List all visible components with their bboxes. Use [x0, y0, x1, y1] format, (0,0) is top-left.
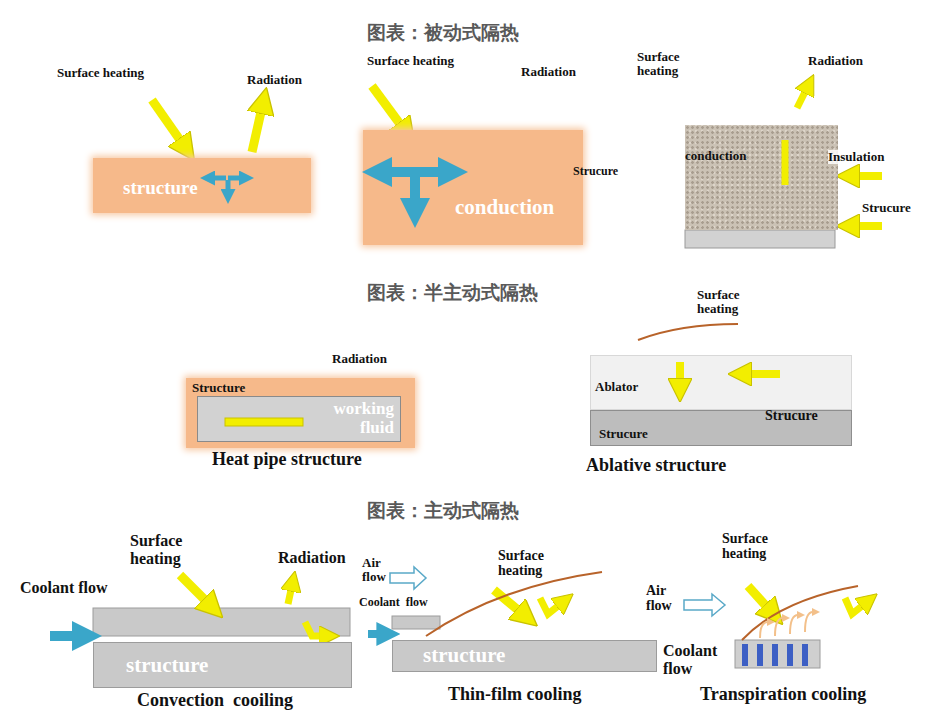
label-wrap: Surface heating — [57, 66, 144, 80]
heat-pipe-wall: Structure working fluid — [186, 378, 415, 448]
annotation-label: Surface heating — [722, 531, 782, 562]
transpiration-flow — [760, 612, 813, 638]
heat-pipe-core — [225, 418, 303, 426]
annotation-label: Coolant flow — [20, 579, 108, 597]
label-wrap: 图表：主动式隔热 — [367, 500, 519, 521]
annotation-label: Radiation — [332, 352, 387, 366]
label-wrap: Strucure — [765, 408, 818, 423]
label-wrap: Radiation — [808, 54, 863, 68]
label-wrap: Heat pipe structure — [212, 450, 362, 470]
air-flow-arrows — [390, 567, 725, 616]
label-wrap: Surface heating — [498, 548, 558, 579]
label-wrap: Radiation — [521, 65, 576, 79]
node-label: structure — [423, 644, 656, 667]
annotation-label: Surface heating — [697, 288, 755, 317]
annotation-label: Surface heating — [498, 548, 558, 579]
structure-slab: structure — [93, 158, 311, 213]
top-plate — [93, 608, 350, 636]
annotation-label: Transpiration cooling — [700, 685, 866, 705]
section-heading: 图表：主动式隔热 — [367, 500, 519, 521]
structure-plate: structure — [93, 642, 352, 688]
annotation-label: Strucure — [862, 201, 911, 215]
annotation-label: Surface heating — [367, 54, 454, 68]
annotation-label: Ablative structure — [586, 456, 726, 476]
label-wrap: Air flow — [646, 583, 682, 614]
annotation-label: Surface heating — [130, 532, 196, 567]
node-label: working fluid — [314, 400, 394, 437]
structure-layer — [685, 230, 835, 248]
porous-wall — [735, 640, 820, 668]
heating-curve — [426, 572, 602, 636]
label-wrap: Radiation — [332, 352, 387, 366]
node-label: Ablator — [595, 380, 851, 394]
annotation-label: Coolant flow — [663, 642, 721, 677]
structure-plate: structure — [392, 640, 657, 672]
label-wrap: Surface heating — [130, 532, 196, 567]
label-wrap: Radiation — [247, 73, 302, 87]
annotation-label: Radiation — [247, 73, 302, 87]
pores — [742, 644, 808, 666]
annotation-label: Surface heating — [637, 50, 697, 79]
active-arrows — [180, 575, 862, 636]
section-heading: 图表：被动式隔热 — [367, 22, 519, 43]
structure-slab: conduction — [363, 130, 583, 245]
label-wrap: Ablative structure — [586, 456, 726, 476]
coolant-plate — [392, 616, 440, 629]
label-wrap: Convection cooiling — [137, 691, 293, 711]
ablative-inner-arrows — [680, 362, 780, 380]
node-label: structure — [123, 178, 311, 199]
heating-curve — [742, 586, 858, 640]
insulation-layer: conduction — [685, 125, 838, 230]
label-wrap: Strucure — [573, 165, 618, 178]
label-wrap: Insulation — [828, 150, 884, 164]
label-wrap: Coolant flow — [359, 596, 428, 609]
annotation-label: Strucure — [573, 165, 618, 178]
annotation-label: Air flow — [362, 556, 396, 585]
annotation-label: Insulation — [828, 150, 884, 164]
node-label: structure — [126, 654, 351, 677]
ablator-layer: Ablator — [590, 355, 852, 410]
annotation-label: Air flow — [646, 583, 682, 614]
annotation-label: Heat pipe structure — [212, 450, 362, 470]
heating-curve — [638, 324, 738, 340]
label-wrap: Surface heating — [637, 50, 697, 79]
annotation-label: Convection cooiling — [137, 691, 293, 711]
coolant-arrows — [50, 634, 378, 636]
label-wrap: Coolant flow — [663, 642, 721, 677]
section-heading: 图表：半主动式隔热 — [367, 282, 538, 303]
label-wrap: 图表：被动式隔热 — [367, 22, 519, 43]
label-wrap: Surface heating — [697, 288, 755, 317]
heat-arrow — [782, 140, 789, 185]
node-label: Strucure — [599, 427, 851, 441]
label-wrap: Surface heating — [722, 531, 782, 562]
label-wrap: Air flow — [362, 556, 396, 585]
conduction-arrows — [214, 172, 440, 200]
annotation-label: Thin-film cooling — [448, 685, 582, 705]
node-label: conduction — [455, 196, 583, 219]
annotation-label: Radiation — [808, 54, 863, 68]
label-wrap: Surface heating — [367, 54, 454, 68]
label-wrap: Coolant flow — [20, 579, 108, 597]
label-wrap: Strucure — [862, 201, 911, 215]
node-label: Structure — [192, 381, 415, 395]
annotation-label: Strucure — [765, 408, 818, 423]
annotation-label: Surface heating — [57, 66, 144, 80]
annotation-label: Radiation — [521, 65, 576, 79]
annotation-label: Coolant flow — [359, 596, 428, 609]
label-wrap: Thin-film cooling — [448, 685, 582, 705]
label-wrap: Radiation — [278, 549, 346, 567]
node-label: conduction — [685, 149, 838, 163]
annotation-label: Radiation — [278, 549, 346, 567]
label-wrap: Transpiration cooling — [700, 685, 866, 705]
label-wrap: 图表：半主动式隔热 — [367, 282, 538, 303]
